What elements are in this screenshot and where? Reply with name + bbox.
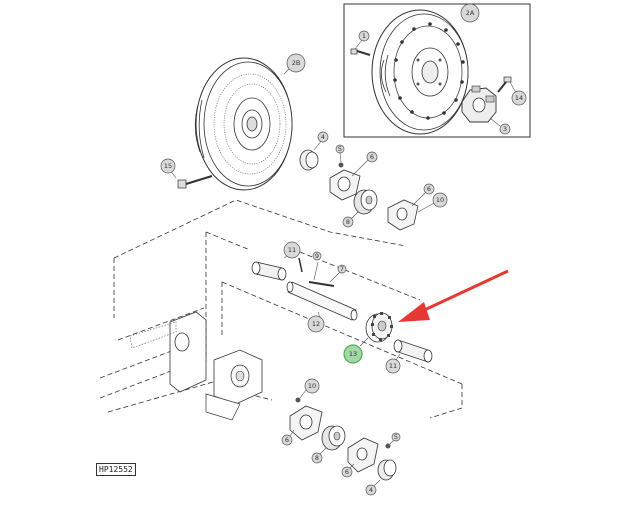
callout-1[interactable]: 1 xyxy=(358,30,370,42)
svg-text:6: 6 xyxy=(370,153,374,161)
tube-11-top xyxy=(251,253,291,281)
callout-3-inset[interactable]: 3 xyxy=(499,123,511,135)
bolt-15-drawing xyxy=(169,169,213,189)
svg-text:6: 6 xyxy=(345,468,349,476)
svg-text:11: 11 xyxy=(288,246,296,254)
svg-text:3: 3 xyxy=(503,125,507,133)
callout-11-bottom[interactable]: 11 xyxy=(385,358,401,374)
callout-2a[interactable]: 2A xyxy=(460,3,480,23)
top-bearing-assembly xyxy=(299,139,437,231)
figure-label: HP12552 xyxy=(96,463,136,476)
callout-7[interactable]: 7 xyxy=(337,264,347,274)
callout-6-mid[interactable]: 6 xyxy=(423,183,435,195)
svg-text:5: 5 xyxy=(338,145,342,153)
shaft-12 xyxy=(286,281,358,321)
callout-15[interactable]: 15 xyxy=(160,158,176,174)
callout-6-bottom-1[interactable]: 6 xyxy=(281,434,293,446)
callout-14[interactable]: 14 xyxy=(511,90,527,106)
svg-text:7: 7 xyxy=(340,265,344,273)
svg-text:5: 5 xyxy=(394,433,398,441)
side-plate xyxy=(129,311,263,421)
svg-text:2A: 2A xyxy=(466,9,475,17)
hub-3-drawing xyxy=(461,85,501,127)
tube-11-bottom xyxy=(393,339,433,363)
svg-text:2B: 2B xyxy=(292,59,301,67)
callout-5-bottom[interactable]: 5 xyxy=(391,432,401,442)
svg-text:15: 15 xyxy=(164,162,172,170)
frame-outline xyxy=(99,199,463,419)
sprocket-13 xyxy=(359,312,393,347)
bolt-14-drawing xyxy=(497,76,517,94)
pin-9-key-7 xyxy=(298,257,341,287)
red-arrow xyxy=(398,269,509,322)
callouts: 2A 1 14 3 2B 4 5 6 15 8 6 10 11 9 7 12 1… xyxy=(160,3,527,496)
callout-5-top[interactable]: 5 xyxy=(335,144,345,154)
callout-8-bottom[interactable]: 8 xyxy=(311,452,323,464)
callout-6-top[interactable]: 6 xyxy=(366,151,378,163)
svg-text:6: 6 xyxy=(285,436,289,444)
svg-text:10: 10 xyxy=(436,196,444,204)
svg-text:9: 9 xyxy=(315,252,319,260)
callout-8-top[interactable]: 8 xyxy=(342,216,354,228)
callout-10-top[interactable]: 10 xyxy=(432,192,448,208)
svg-text:12: 12 xyxy=(312,320,320,328)
svg-text:11: 11 xyxy=(389,362,397,370)
callout-13[interactable]: 13 xyxy=(343,344,363,364)
svg-text:8: 8 xyxy=(346,218,350,226)
callout-9[interactable]: 9 xyxy=(312,251,322,261)
bolt-1-drawing xyxy=(350,39,371,56)
svg-text:4: 4 xyxy=(369,486,373,494)
callout-6-bottom-2[interactable]: 6 xyxy=(341,466,353,478)
svg-text:13: 13 xyxy=(349,350,357,358)
svg-text:6: 6 xyxy=(427,185,431,193)
callout-2b[interactable]: 2B xyxy=(286,53,306,73)
svg-text:8: 8 xyxy=(315,454,319,462)
svg-text:10: 10 xyxy=(308,382,316,390)
callout-4-bottom[interactable]: 4 xyxy=(365,484,377,496)
callout-4-top[interactable]: 4 xyxy=(317,131,329,143)
bottom-bearing-assembly xyxy=(289,389,397,487)
wheel-2b-drawing xyxy=(194,57,293,191)
callout-10-bottom[interactable]: 10 xyxy=(304,378,320,394)
callout-11-top[interactable]: 11 xyxy=(283,241,301,259)
svg-text:14: 14 xyxy=(515,94,523,102)
wheel-2a-drawing xyxy=(371,9,469,135)
svg-text:4: 4 xyxy=(321,133,325,141)
callout-12[interactable]: 12 xyxy=(307,315,325,333)
svg-text:1: 1 xyxy=(362,32,366,40)
